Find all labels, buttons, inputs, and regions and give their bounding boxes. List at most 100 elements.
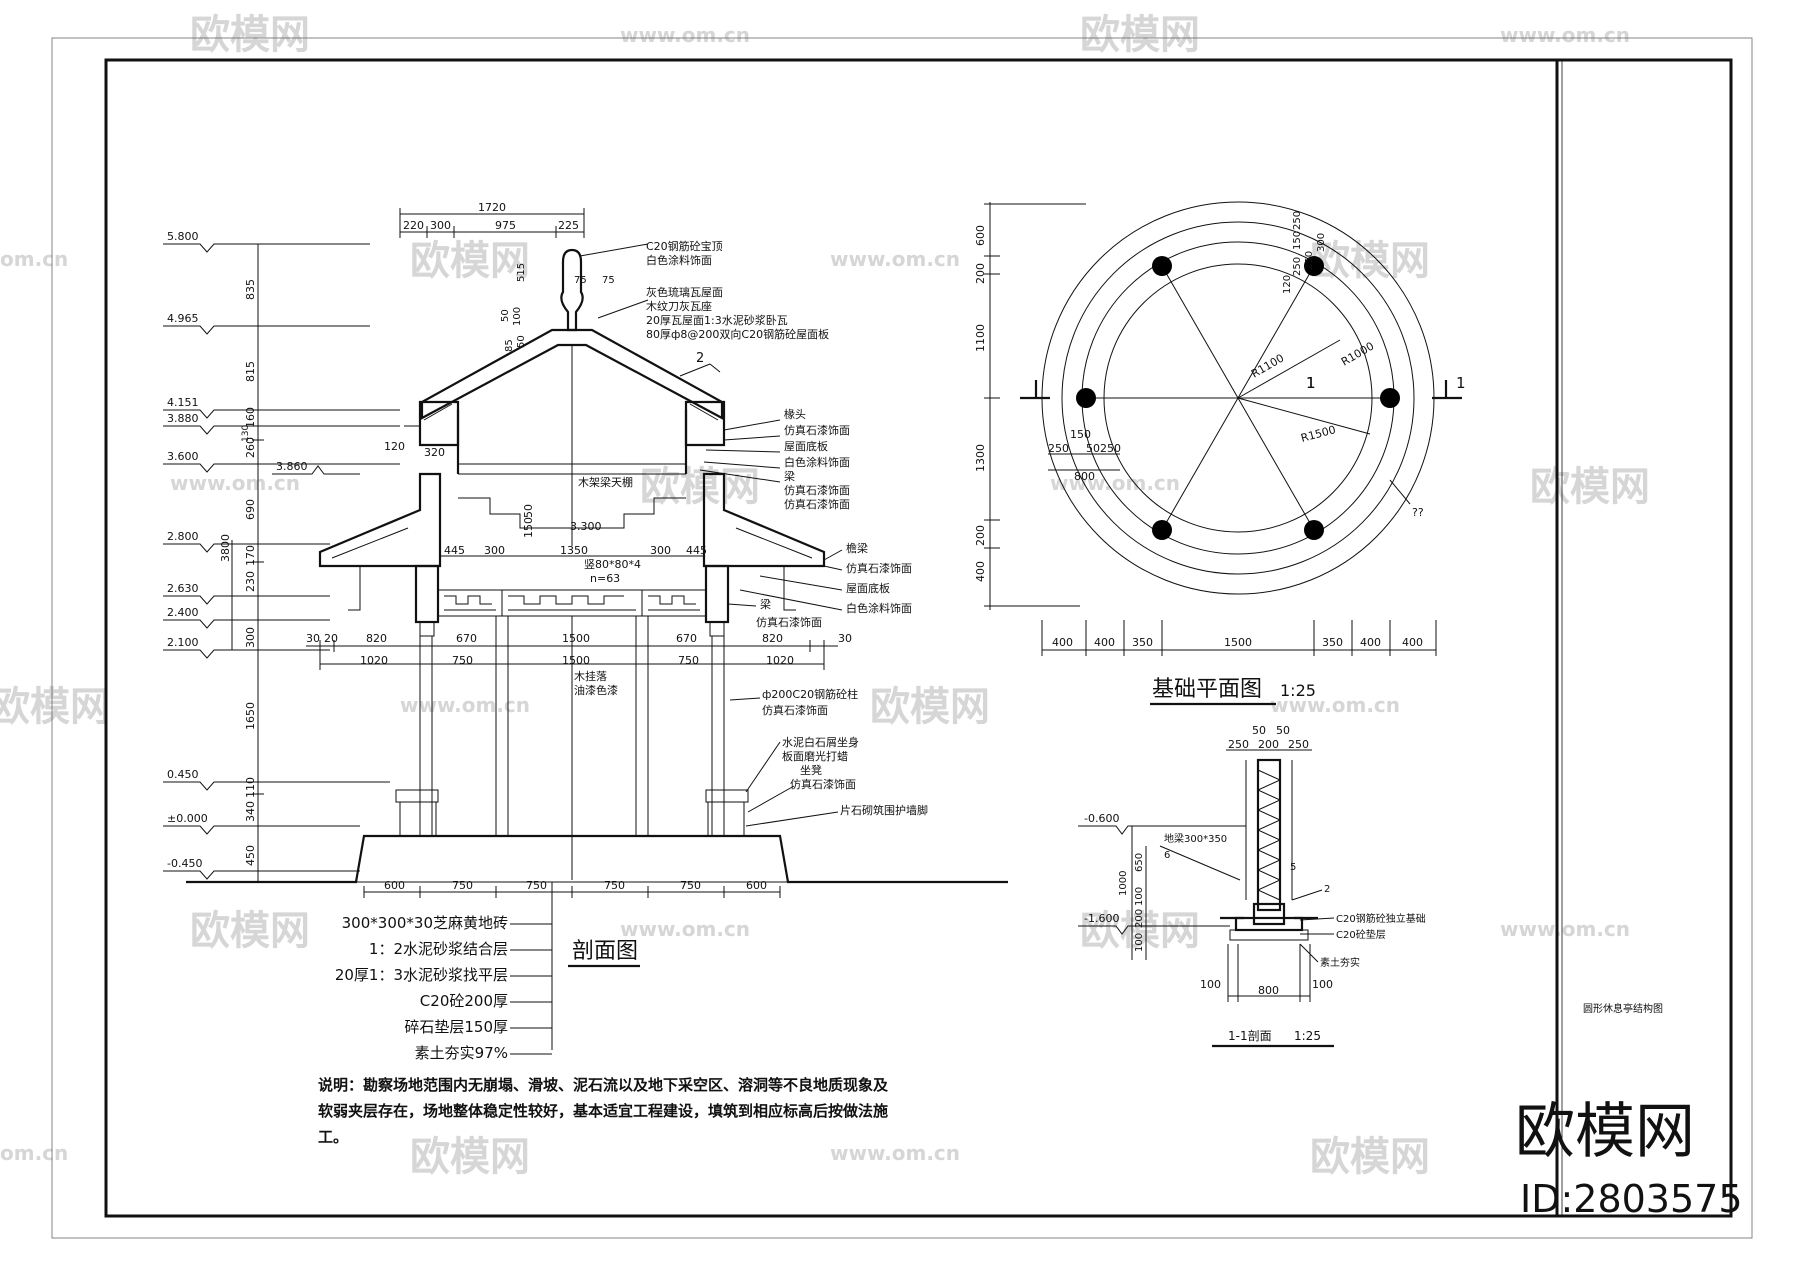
- note-text: 椽头: [784, 408, 806, 421]
- watermark-site: www.om.cn: [1050, 471, 1180, 495]
- foundation-plan-scale: 1:25: [1280, 681, 1316, 700]
- note-text: 仿真石漆饰面: [846, 561, 912, 575]
- dimension-text: 230: [244, 571, 257, 592]
- note-text: n=63: [590, 572, 620, 585]
- dimension-text: 20: [324, 632, 338, 645]
- column-footing: [1076, 388, 1096, 408]
- dimension-text: 340: [244, 801, 257, 822]
- dimension-text: 100: [1134, 933, 1145, 952]
- watermark-brand: 欧模网: [190, 12, 310, 58]
- note-text: 片石砌筑围护墙脚: [840, 803, 928, 817]
- note-text: 仿真石漆饰面: [784, 483, 850, 497]
- note-text: 板面磨光打蜡: [782, 749, 848, 763]
- watermark-site: om.cn: [0, 247, 68, 271]
- drawing-frame: [104, 58, 1733, 1218]
- watermark-brand: 欧模网: [410, 1134, 530, 1180]
- watermark-brand: 欧模网: [1080, 908, 1200, 954]
- dimension-text: 3.300: [570, 520, 602, 533]
- column-footing: [1152, 256, 1172, 276]
- elevation-label: 0.450: [167, 768, 199, 781]
- dimension-text: 975: [495, 219, 516, 232]
- cut-mark-label: 1: [1456, 374, 1466, 392]
- watermark-site: www.om.cn: [1270, 693, 1400, 717]
- plan-bottom-dimensions: 400 400 350 1500 350 400 400: [1041, 620, 1437, 656]
- dimension-text: 120: [384, 440, 405, 453]
- elevation-label: 4.965: [167, 312, 199, 325]
- watermark-site: www.om.cn: [620, 917, 750, 941]
- dimension-text: 250: [1304, 251, 1315, 270]
- dimension-text: 400: [1402, 636, 1423, 649]
- foundation-plan: 1 1 1 R1100 R1000 R1500 ?? 600 200 1100 …: [974, 201, 1466, 706]
- dimension-text: 50: [1086, 442, 1100, 455]
- section-1-1-scale: 1:25: [1294, 1029, 1321, 1043]
- title-block-logo: 欧模网: [1515, 1097, 1695, 1167]
- eave-notes: 椽头 仿真石漆饰面 屋面底板 白色涂料饰面 梁 仿真石漆饰面 仿真石漆饰面 檐梁…: [699, 408, 912, 629]
- dimension-text: 75: [602, 275, 615, 286]
- dimension-text: 600: [974, 225, 987, 246]
- note-text: 坐凳: [800, 763, 822, 777]
- column-footing: [1380, 388, 1400, 408]
- dimension-text: 670: [676, 632, 697, 645]
- note-text: 仿真石漆饰面: [784, 423, 850, 437]
- dimension-text: 820: [762, 632, 783, 645]
- note-text: 仿真石漆饰面: [790, 777, 856, 791]
- dimension-text: 3800: [219, 534, 232, 562]
- watermark-brand: 欧模网: [1080, 12, 1200, 58]
- dimension-text: 515: [516, 263, 527, 282]
- elevation-label: -0.450: [167, 857, 202, 870]
- radius-label: R1000: [1339, 340, 1376, 369]
- dimension-text: 1020: [360, 654, 388, 667]
- dimension-text: 100: [1200, 978, 1221, 991]
- dimension-text: 450: [244, 845, 257, 866]
- floor-layer-notes: 300*300*30芝麻黄地砖 1：2水泥砂浆结合层 20厚1：3水泥砂浆找平层…: [335, 882, 553, 1062]
- dimension-text: 50: [1276, 724, 1290, 737]
- footing-label: 6: [1164, 850, 1170, 861]
- cut-mark-label: 1: [1306, 374, 1316, 392]
- dimension-text: 30: [838, 632, 852, 645]
- footing-elevations: -0.600 -1.600: [1078, 812, 1246, 935]
- section-mark: 2: [696, 351, 704, 366]
- note-text: 灰色琉璃瓦屋面: [646, 285, 723, 299]
- dimension-text: 815: [244, 361, 257, 382]
- elevation-label: 3.860: [276, 460, 308, 473]
- floor-layer: 20厚1：3水泥砂浆找平层: [335, 966, 508, 984]
- dimension-text: 250: [1228, 738, 1249, 751]
- dimension-text: 200: [974, 525, 987, 546]
- dimension-text: 150: [1292, 231, 1303, 250]
- note-text: 20厚瓦屋面1:3水泥砂浆卧瓦: [646, 313, 788, 327]
- watermark-brand: 欧模网: [190, 908, 310, 954]
- dimension-text: 600: [384, 879, 405, 892]
- dimension-text: 250: [1288, 738, 1309, 751]
- footing-label: 素土夯实: [1320, 956, 1360, 969]
- footing-label: C20钢筋砼独立基础: [1336, 912, 1426, 925]
- footing-label: C20砼垫层: [1336, 928, 1386, 941]
- section-view-caption: 剖面图: [572, 939, 638, 964]
- footing-label: 5: [1290, 862, 1296, 873]
- note-text: 屋面底板: [784, 439, 828, 453]
- outer-trim-line: [51, 37, 1753, 1239]
- elevation-label: 3.880: [167, 412, 199, 425]
- floor-layer: 300*300*30芝麻黄地砖: [342, 914, 508, 932]
- dimension-text: 300: [430, 219, 451, 232]
- dimension-text: 400: [1094, 636, 1115, 649]
- cut-marks: 1 1 1: [1020, 374, 1466, 400]
- general-note-box: 说明：勘察场地范围内无崩塌、滑坡、泥石流以及地下采空区、溶洞等不良地质现象及软弱…: [318, 1076, 888, 1146]
- dimension-text: 170: [244, 545, 257, 566]
- general-note: 说明：勘察场地范围内无崩塌、滑坡、泥石流以及地下采空区、溶洞等不良地质现象及软弱…: [318, 1076, 888, 1146]
- dimension-text: 400: [974, 561, 987, 582]
- dimension-text: 260: [244, 437, 257, 458]
- footing-label: 地梁300*350: [1164, 832, 1227, 845]
- radius-label: R1500: [1299, 423, 1337, 445]
- elevation-marks: 5.800 4.965 4.151 3.880 3.600 3.860 2.80…: [163, 230, 400, 880]
- elevation-label: 2.800: [167, 530, 199, 543]
- note-text: 木架梁天棚: [578, 475, 633, 489]
- floor-layer: 1：2水泥砂浆结合层: [369, 940, 508, 958]
- watermark-site: om.cn: [0, 1141, 68, 1165]
- note-text: 仿真石漆饰面: [784, 497, 850, 511]
- note-text: C20钢筋砼宝顶: [646, 239, 723, 253]
- watermark-brand: 欧模网: [640, 464, 760, 510]
- dimension-text: 750: [452, 879, 473, 892]
- dimension-text: 350: [1322, 636, 1343, 649]
- dimension-text: 100: [1134, 887, 1145, 906]
- dimension-text: 750: [604, 879, 625, 892]
